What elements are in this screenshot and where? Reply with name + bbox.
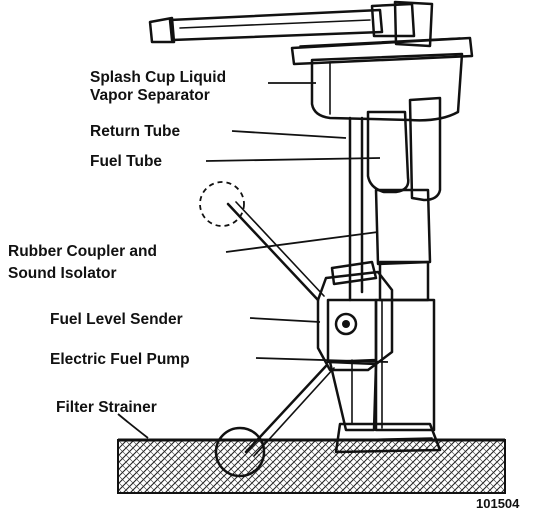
label-splash-cup-line2: Vapor Separator <box>90 87 210 104</box>
label-return-tube: Return Tube <box>90 123 181 140</box>
fuel-level-sender <box>316 260 394 372</box>
label-rubber-coupler-line1: Rubber Coupler and <box>8 243 157 260</box>
float-lower <box>214 426 266 478</box>
label-fuel-level-sender: Fuel Level Sender <box>50 311 183 328</box>
label-rubber-coupler-line2: Sound Isolator <box>8 265 117 282</box>
leader-filter-strainer <box>117 413 149 439</box>
leader-electric-fuel-pump <box>255 357 389 363</box>
filter-strainer <box>334 422 442 454</box>
float-upper <box>199 181 245 227</box>
label-electric-fuel-pump: Electric Fuel Pump <box>50 351 190 368</box>
tank-bottom <box>117 438 506 494</box>
leader-fuel-tube <box>205 157 381 162</box>
leader-return-tube <box>231 130 347 139</box>
label-filter-strainer: Filter Strainer <box>56 399 157 416</box>
pump-column <box>374 260 436 432</box>
top-fitting <box>148 0 434 48</box>
label-fuel-tube: Fuel Tube <box>90 153 162 170</box>
figure-code: 101504 <box>476 496 520 511</box>
leader-lines <box>117 82 389 439</box>
label-splash-cup-line1: Splash Cup Liquid <box>90 69 226 86</box>
mounting-flange <box>290 36 474 66</box>
electric-fuel-pump <box>326 298 378 432</box>
leader-fuel-level-sender <box>249 317 321 323</box>
return-tube <box>348 116 364 302</box>
leader-rubber-coupler <box>225 231 379 253</box>
rubber-coupler <box>374 188 432 266</box>
fuel-tube <box>366 96 442 202</box>
